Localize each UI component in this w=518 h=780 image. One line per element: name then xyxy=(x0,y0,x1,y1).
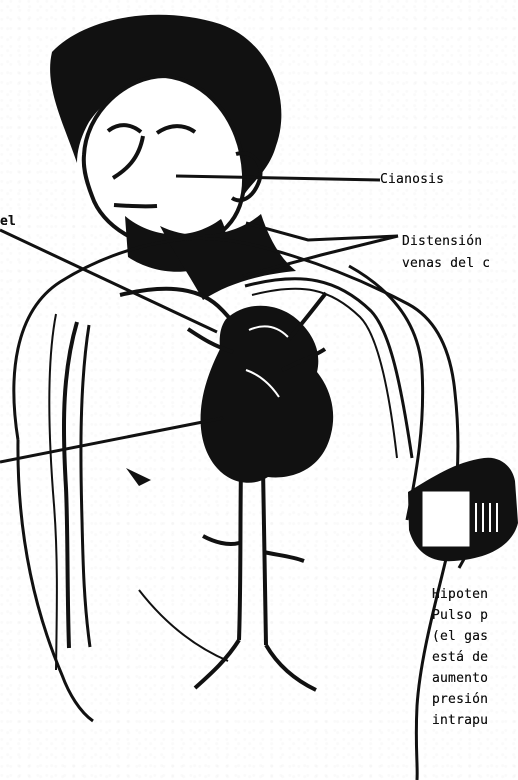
arrow-left-middle xyxy=(126,468,151,486)
distension-label-line-1: Distensión xyxy=(402,231,482,252)
bottom-right-line-6: presión xyxy=(432,689,488,710)
right-arm-outline xyxy=(349,266,423,520)
lower-v-right xyxy=(266,645,316,690)
branch-right xyxy=(264,552,304,561)
bottom-right-line-4: está de xyxy=(432,647,488,668)
bottom-right-line-7: intrapu xyxy=(432,710,488,731)
cianosis-label: Cianosis xyxy=(380,169,444,190)
lower-body-left xyxy=(139,590,228,661)
inner-left-arm xyxy=(49,314,57,670)
leader-left-middle xyxy=(0,418,223,462)
branch-left xyxy=(203,536,239,544)
left-vessel-2 xyxy=(81,325,90,647)
bottom-right-line-1: Hipoten xyxy=(432,584,488,605)
bottom-right-line-3: (el gas xyxy=(432,626,488,647)
distension-label-line-2: venas del c xyxy=(402,253,490,274)
left-vessel-1 xyxy=(64,322,77,648)
bottom-right-line-5: aumento xyxy=(432,668,488,689)
heart xyxy=(201,306,334,483)
bottom-right-label-block: Hipoten Pulso p (el gas está de aumento … xyxy=(432,584,488,731)
central-vein-left xyxy=(239,468,241,640)
mouth xyxy=(114,205,157,206)
bottom-right-line-2: Pulso p xyxy=(432,605,488,626)
left-top-label: el xyxy=(0,211,16,232)
bp-cuff-band xyxy=(421,490,471,548)
central-vein-right xyxy=(263,468,266,645)
